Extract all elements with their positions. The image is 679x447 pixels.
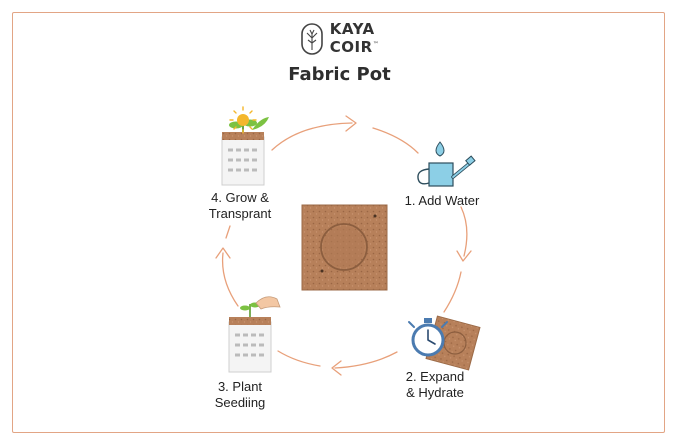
arrow-grow-to-water-b — [372, 127, 419, 154]
arrow-grow-to-water-a-head — [345, 115, 357, 132]
step-3-label: 3. Plant Seediing — [204, 379, 276, 411]
arrow-plant-to-grow-b — [225, 225, 231, 239]
arrow-expand-to-plant-a-head — [331, 360, 342, 376]
brand-line1: KAYA — [329, 20, 375, 38]
step-4-label: 4. Grow & Transprant — [196, 190, 284, 222]
step-1-line1: 1. Add Water — [404, 193, 480, 208]
border-frame — [12, 12, 665, 433]
brand-line2: COIR — [329, 38, 373, 56]
step-4-line1: 4. Grow & — [211, 190, 269, 205]
arrow-plant-to-grow-a-head — [215, 247, 231, 259]
arrow-expand-to-plant-b — [277, 350, 321, 367]
arrow-grow-to-water-a — [271, 122, 353, 151]
brand: KAYA COIR™ — [0, 22, 679, 60]
coir-tree-icon — [300, 22, 323, 55]
step-3-line1: 3. Plant — [217, 379, 263, 394]
arrow-water-to-expand-a — [460, 206, 468, 257]
page-title: Fabric Pot — [288, 64, 391, 85]
step-2-label: 2. Expand & Hydrate — [390, 369, 480, 401]
arrow-water-to-expand-b — [443, 271, 462, 313]
step-2-line2: & Hydrate — [406, 385, 464, 400]
step-2-line1: 2. Expand — [405, 369, 465, 384]
arrow-plant-to-grow-a — [221, 252, 239, 307]
arrow-expand-to-plant-a — [334, 351, 398, 369]
step-1-label: 1. Add Water — [398, 193, 486, 209]
brand-logo: KAYA COIR™ — [300, 22, 379, 55]
step-3-line2: Seediing — [214, 395, 266, 410]
trademark: ™ — [372, 41, 380, 48]
step-4-line2: Transprant — [208, 206, 272, 221]
arrow-water-to-expand-a-head — [456, 250, 472, 262]
